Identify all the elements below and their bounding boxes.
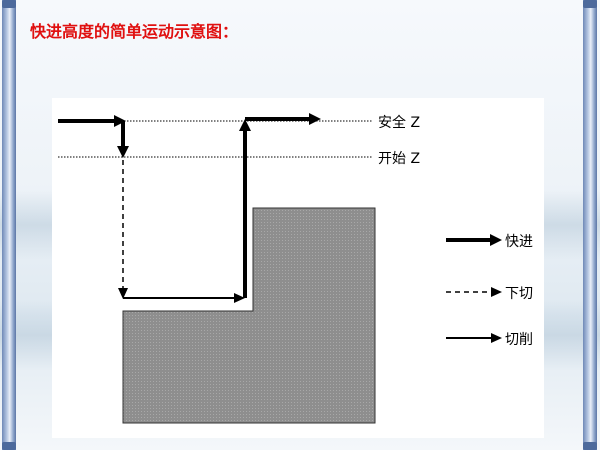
rapid-retract-up (239, 119, 251, 298)
left-scroll-cap-top (2, 0, 16, 8)
workpiece (122, 207, 376, 424)
slide-title: 快进高度的简单运动示意图： (30, 22, 239, 41)
rapid-move-in (58, 115, 126, 127)
cut-move (123, 293, 245, 303)
legend: 快进 下切 切削 (446, 234, 533, 348)
plunge-move (118, 160, 128, 299)
start-z-label: 开始 Z (378, 151, 420, 167)
legend-plunge-label: 下切 (505, 286, 533, 302)
legend-rapid-arrow (446, 234, 502, 246)
legend-cut-label: 切削 (505, 332, 533, 348)
left-scroll-bar (2, 0, 16, 450)
legend-cut-arrow (446, 333, 502, 343)
legend-rapid-label: 快进 (505, 234, 533, 250)
legend-plunge-arrow (446, 287, 502, 297)
left-scroll-cap-bottom (2, 442, 16, 450)
rapid-move-out (245, 113, 321, 125)
rapid-move-down (117, 121, 129, 158)
safe-z-label: 安全 Z (378, 114, 420, 131)
right-scroll-cap-top (583, 0, 597, 8)
right-scroll-bar (583, 0, 597, 450)
right-scroll-cap-bottom (583, 442, 597, 450)
